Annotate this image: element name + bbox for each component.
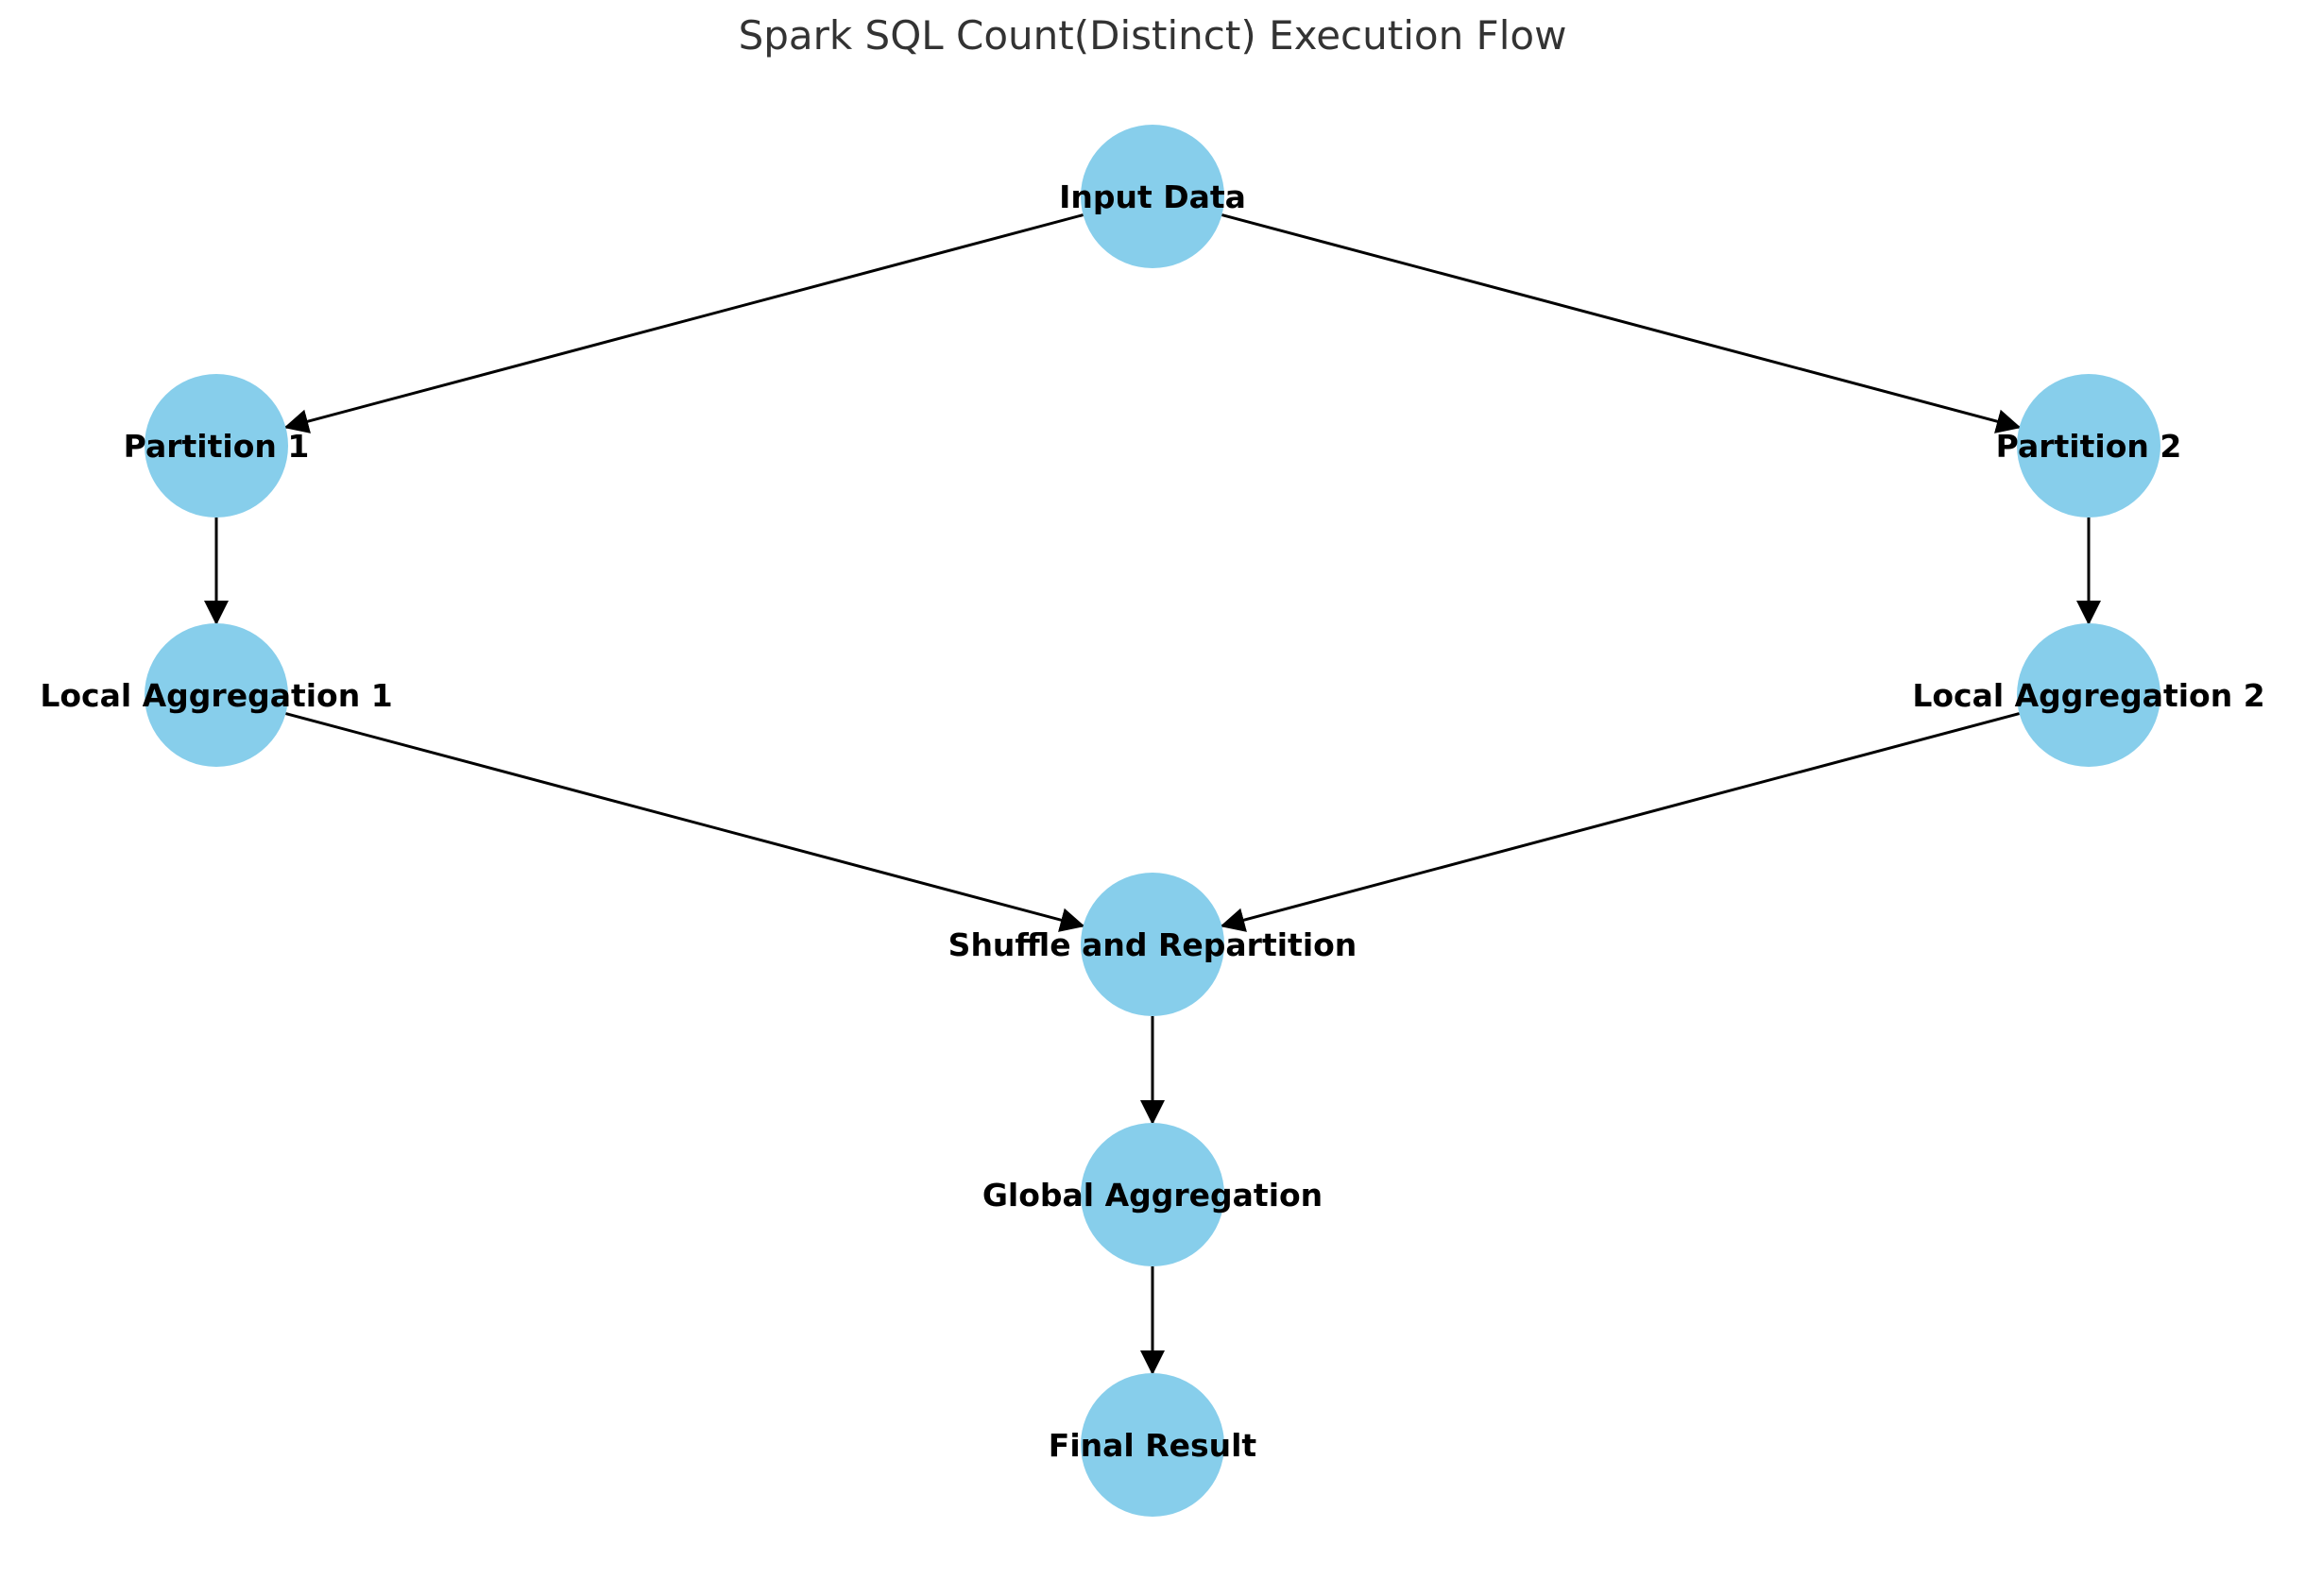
node-p1: Partition 1: [124, 374, 310, 518]
diagram-title: Spark SQL Count(Distinct) Execution Flow: [739, 12, 1567, 59]
node-la2: Local Aggregation 2: [1912, 623, 2265, 767]
node-label: Partition 2: [1996, 428, 2182, 465]
edge-la2-to-shuffle: [1220, 712, 2020, 932]
node-global: Global Aggregation: [982, 1123, 1323, 1266]
edge-la1-to-shuffle: [285, 712, 1085, 932]
node-label: Final Result: [1049, 1427, 1257, 1464]
edge-input-to-p1: [283, 213, 1084, 433]
node-label: Local Aggregation 2: [1912, 677, 2264, 714]
node-circle: [1081, 1123, 1224, 1266]
node-label: Shuffle and Repartition: [948, 926, 1357, 963]
node-circle: [2017, 623, 2160, 767]
node-circle: [145, 374, 288, 518]
node-label: Input Data: [1059, 178, 1246, 215]
node-input: Input Data: [1059, 125, 1246, 268]
edge-input-to-p2: [1221, 213, 2022, 433]
node-circle: [145, 623, 288, 767]
node-p2: Partition 2: [1996, 374, 2182, 518]
node-circle: [2017, 374, 2160, 518]
node-circle: [1081, 125, 1224, 268]
node-shuffle: Shuffle and Repartition: [948, 873, 1357, 1016]
node-la1: Local Aggregation 1: [40, 623, 393, 767]
node-label: Partition 1: [124, 428, 310, 465]
node-label: Local Aggregation 1: [40, 677, 392, 714]
edges-layer: [204, 213, 2101, 1375]
node-circle: [1081, 873, 1224, 1016]
node-label: Global Aggregation: [982, 1177, 1323, 1214]
node-final: Final Result: [1049, 1373, 1257, 1517]
node-circle: [1081, 1373, 1224, 1517]
